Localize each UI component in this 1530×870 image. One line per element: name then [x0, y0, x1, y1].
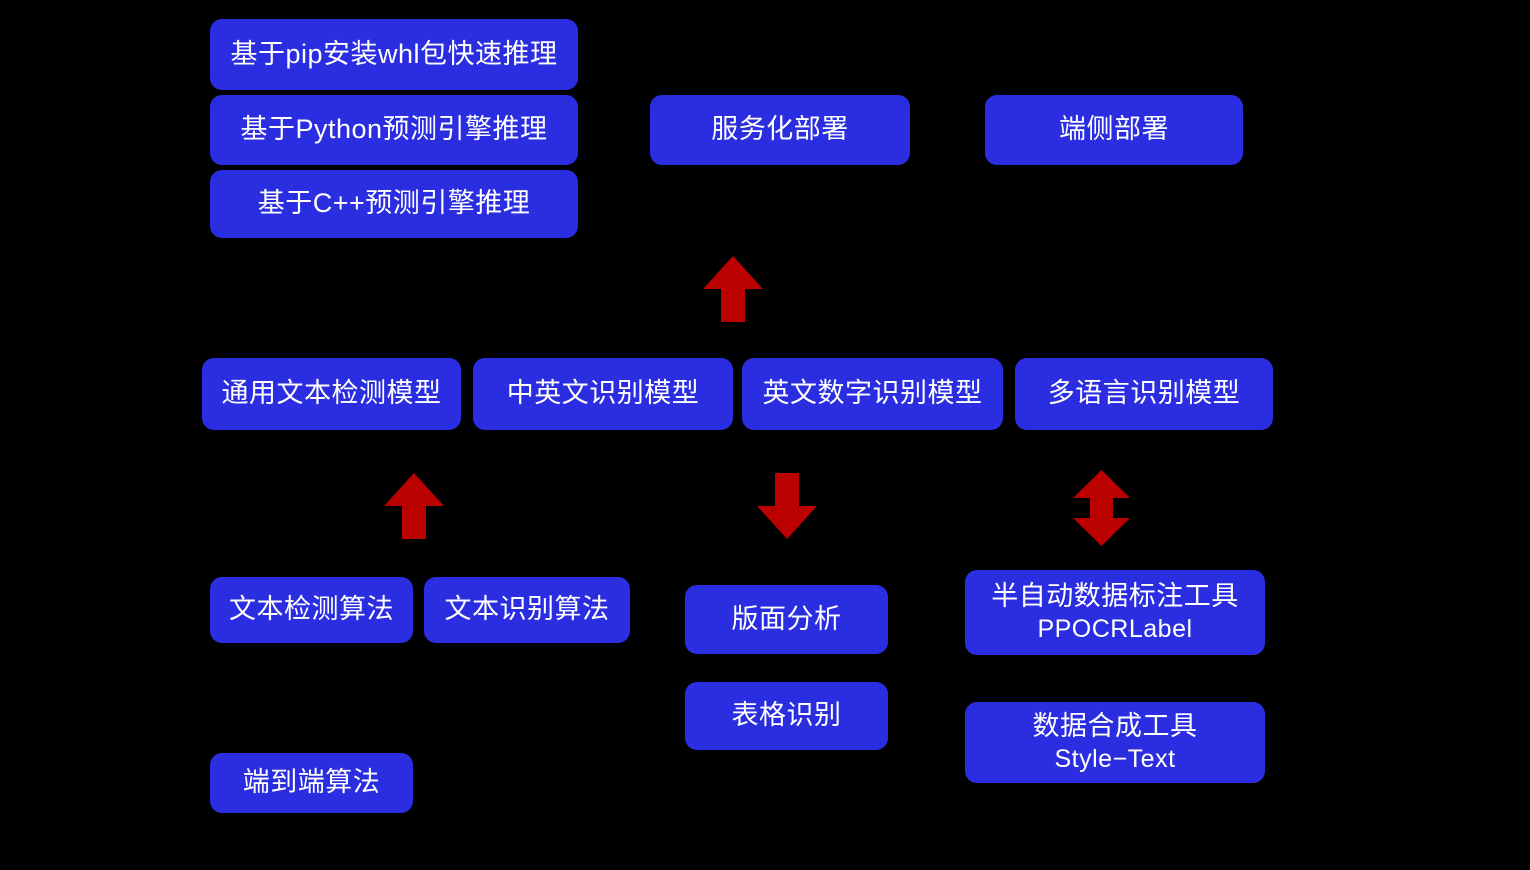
node-text-recognition-algorithm[interactable]: 文本识别算法: [424, 577, 630, 643]
node-python-engine-inference[interactable]: 基于Python预测引擎推理: [210, 95, 578, 165]
node-label: 英文数字识别模型: [762, 378, 983, 409]
node-label: 文本检测算法: [229, 594, 394, 625]
node-ppocrlabel-tool[interactable]: 半自动数据标注工具 PPOCRLabel: [965, 570, 1265, 655]
node-table-recognition[interactable]: 表格识别: [685, 682, 888, 750]
node-label: 数据合成工具: [1032, 710, 1198, 741]
node-pip-whl-inference[interactable]: 基于pip安装whl包快速推理: [210, 19, 578, 90]
node-label: 基于pip安装whl包快速推理: [230, 38, 558, 69]
node-edge-deployment[interactable]: 端侧部署: [985, 95, 1243, 165]
node-cpp-engine-inference[interactable]: 基于C++预测引擎推理: [210, 170, 578, 238]
node-sublabel: PPOCRLabel: [1037, 614, 1193, 643]
node-english-digit-recognition-model[interactable]: 英文数字识别模型: [742, 358, 1003, 430]
node-style-text-tool[interactable]: 数据合成工具 Style−Text: [965, 702, 1265, 783]
node-text-detection-algorithm[interactable]: 文本检测算法: [210, 577, 413, 643]
node-label: 服务化部署: [711, 114, 849, 145]
node-label: 文本识别算法: [444, 594, 610, 625]
node-layout-analysis[interactable]: 版面分析: [685, 585, 888, 654]
node-label: 半自动数据标注工具: [991, 580, 1239, 611]
node-end-to-end-algorithm[interactable]: 端到端算法: [210, 753, 413, 813]
node-label: 表格识别: [731, 700, 842, 731]
node-label: 基于Python预测引擎推理: [240, 114, 548, 145]
node-chinese-english-recognition-model[interactable]: 中英文识别模型: [473, 358, 733, 430]
arrow-up-algorithms-to-models: [384, 473, 444, 539]
node-label: 多语言识别模型: [1047, 378, 1241, 409]
arrow-up-models-to-deployment: [703, 256, 763, 322]
node-sublabel: Style−Text: [1054, 744, 1176, 773]
node-label: 端侧部署: [1059, 114, 1169, 145]
arrow-down-models-to-document-analysis: [757, 473, 817, 539]
node-label: 通用文本检测模型: [221, 378, 442, 409]
node-service-deployment[interactable]: 服务化部署: [650, 95, 910, 165]
node-label: 版面分析: [731, 603, 842, 634]
node-label: 基于C++预测引擎推理: [257, 188, 531, 219]
node-general-text-detection-model[interactable]: 通用文本检测模型: [202, 358, 461, 430]
node-multilingual-recognition-model[interactable]: 多语言识别模型: [1015, 358, 1273, 430]
node-label: 端到端算法: [242, 767, 381, 798]
arrow-updown-models-to-tools: [1073, 470, 1130, 546]
node-label: 中英文识别模型: [506, 378, 700, 409]
